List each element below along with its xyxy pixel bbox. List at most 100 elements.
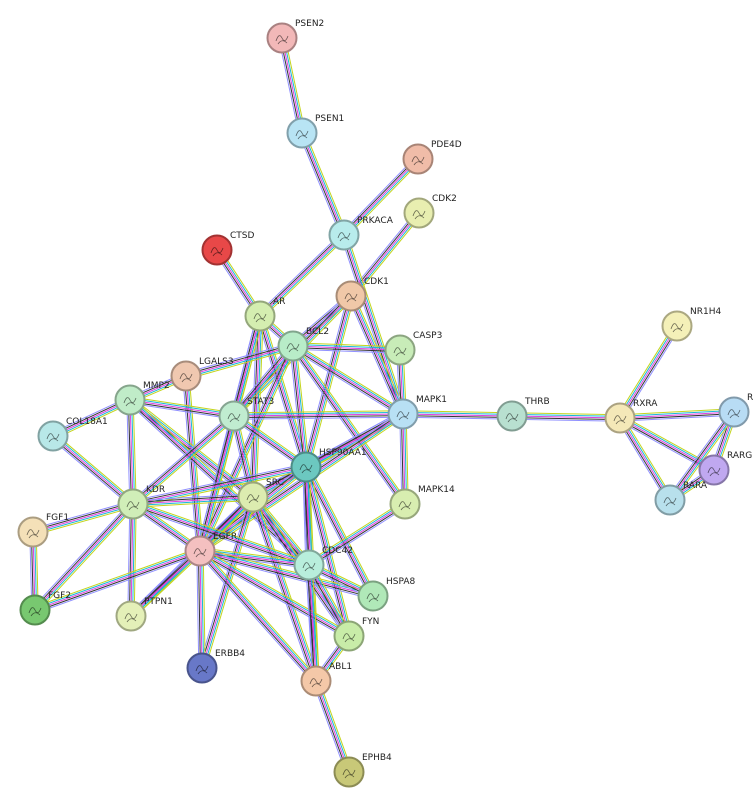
edge-mapk1-thrb[interactable] <box>402 410 513 420</box>
edge-channel <box>200 549 351 636</box>
node-src[interactable]: SRC <box>237 478 284 513</box>
edge-channel <box>32 503 134 533</box>
node-abl1[interactable]: ABL1 <box>300 662 353 697</box>
edge-cdk1-hsp90aa1[interactable] <box>302 295 355 468</box>
edge-channel <box>308 503 406 566</box>
node-psen2[interactable]: PSEN2 <box>266 19 325 54</box>
node-prkaca[interactable]: PRKACA <box>328 216 394 251</box>
node-bcl2[interactable]: BCL2 <box>277 327 330 362</box>
edge-channel <box>129 401 234 419</box>
edge-bcl2-mapk1[interactable] <box>291 342 405 418</box>
edge-rxra-nr1h4[interactable] <box>616 324 681 420</box>
node-label: MAPK14 <box>418 485 455 495</box>
node-cdc42[interactable]: CDC42 <box>293 546 353 581</box>
node-erbb4[interactable]: ERBB4 <box>186 649 246 684</box>
edge-psen1-prkaca[interactable] <box>298 131 348 237</box>
edge-egfr-abl1[interactable] <box>197 548 319 684</box>
edge-abl1-ephb4[interactable] <box>312 679 353 774</box>
edge-src-kdr[interactable] <box>132 493 254 508</box>
edge-mmp2-kdr[interactable] <box>126 399 137 505</box>
node-fgf2[interactable]: FGF2 <box>19 591 72 626</box>
edge-cdk1-mapk1[interactable] <box>347 294 407 416</box>
node-pde4d[interactable]: PDE4D <box>402 140 462 175</box>
node-hsp90aa1[interactable]: HSP90AA1 <box>290 448 367 483</box>
edge-src-abl1[interactable] <box>249 495 320 683</box>
edge-channel <box>199 553 373 600</box>
node-ephb4[interactable]: EPHB4 <box>333 753 393 788</box>
node-ctsd[interactable]: CTSD <box>201 231 255 266</box>
edge-channel <box>34 549 200 609</box>
node-mmp2[interactable]: MMP2 <box>114 381 170 416</box>
edge-col18a1-kdr[interactable] <box>50 433 136 507</box>
edge-channel <box>667 409 732 499</box>
edge-channel <box>314 681 348 773</box>
node-fyn[interactable]: FYN <box>333 617 380 652</box>
edge-egfr-erbb4[interactable] <box>196 550 206 669</box>
edge-egfr-hspa8[interactable] <box>199 547 374 600</box>
edge-channel <box>307 466 352 636</box>
node-egfr[interactable]: EGFR <box>184 532 238 567</box>
edge-rxra-rara[interactable] <box>616 416 674 502</box>
edge-channel <box>346 233 407 414</box>
edge-cdc42-mapk14[interactable] <box>307 500 407 569</box>
node-fgf1[interactable]: FGF1 <box>17 513 70 548</box>
edge-channel <box>33 502 133 610</box>
edge-kdr-ptpn1[interactable] <box>127 503 137 617</box>
node-nr1h4[interactable]: NR1H4 <box>661 307 722 342</box>
protein-structure-icon <box>193 548 207 558</box>
edge-bcl2-casp3[interactable] <box>292 342 401 354</box>
node-rarg[interactable]: RARG <box>698 451 753 486</box>
edge-channel <box>132 415 235 505</box>
edge-stat3-kdr[interactable] <box>130 413 237 507</box>
edge-hsp90aa1-hspa8[interactable] <box>302 465 377 598</box>
edge-ar-src[interactable] <box>249 315 264 498</box>
edge-pde4d-prkaca[interactable] <box>341 156 421 238</box>
node-label: LGALS3 <box>199 357 234 367</box>
node-ar[interactable]: AR <box>244 297 286 332</box>
edge-thrb-rxra[interactable] <box>511 412 621 422</box>
edge-channel <box>620 413 735 421</box>
node-cdk1[interactable]: CDK1 <box>335 277 389 312</box>
edge-channel <box>619 417 671 501</box>
edge-channel <box>257 232 343 315</box>
node-hspa8[interactable]: HSPA8 <box>357 577 416 612</box>
node-stat3[interactable]: STAT3 <box>218 397 275 432</box>
node-rxra[interactable]: RXRA <box>604 399 659 434</box>
node-lgals3[interactable]: LGALS3 <box>170 357 234 392</box>
node-mapk1[interactable]: MAPK1 <box>387 395 447 430</box>
node-label: ERBB4 <box>215 649 245 659</box>
edge-egfr-fyn[interactable] <box>198 547 351 640</box>
edge-bcl2-hsp90aa1[interactable] <box>289 345 310 468</box>
edge-channel <box>127 400 132 505</box>
edge-kdr-fgf2[interactable] <box>32 501 136 613</box>
edge-bcl2-mapk14[interactable] <box>289 343 409 507</box>
edge-egfr-cdc42[interactable] <box>199 547 310 569</box>
edge-channel <box>619 408 734 416</box>
node-thrb[interactable]: THRB <box>496 397 550 432</box>
edge-channel <box>233 410 403 414</box>
edge-fgf2-egfr[interactable] <box>33 547 202 614</box>
edge-psen2-psen1[interactable] <box>278 37 306 134</box>
edge-rxra-rarb[interactable] <box>619 408 735 422</box>
edge-prkaca-ar[interactable] <box>257 232 347 319</box>
node-rara[interactable]: RARA <box>654 481 708 516</box>
node-casp3[interactable]: CASP3 <box>384 331 443 366</box>
edge-mmp2-stat3[interactable] <box>129 396 235 420</box>
edge-bcl2-lgals3[interactable] <box>185 342 294 380</box>
edge-stat3-mapk1[interactable] <box>233 410 404 420</box>
edge-prkaca-mapk1[interactable] <box>340 233 407 416</box>
edge-kdr-cdc42[interactable] <box>131 500 311 569</box>
node-psen1[interactable]: PSEN1 <box>286 114 345 149</box>
node-rarb[interactable]: RARB <box>718 393 753 428</box>
node-kdr[interactable]: KDR <box>117 485 166 520</box>
edge-channel <box>132 493 253 502</box>
edge-cdc42-abl1[interactable] <box>305 564 320 682</box>
edge-channel <box>304 467 373 597</box>
node-ptpn1[interactable]: PTPN1 <box>115 597 173 632</box>
node-mapk14[interactable]: MAPK14 <box>389 485 455 520</box>
edge-egfr-ptpn1[interactable] <box>128 548 203 619</box>
edge-kdr-fgf1[interactable] <box>32 500 134 536</box>
node-cdk2[interactable]: CDK2 <box>403 194 457 229</box>
node-col18a1[interactable]: COL18A1 <box>37 417 108 452</box>
